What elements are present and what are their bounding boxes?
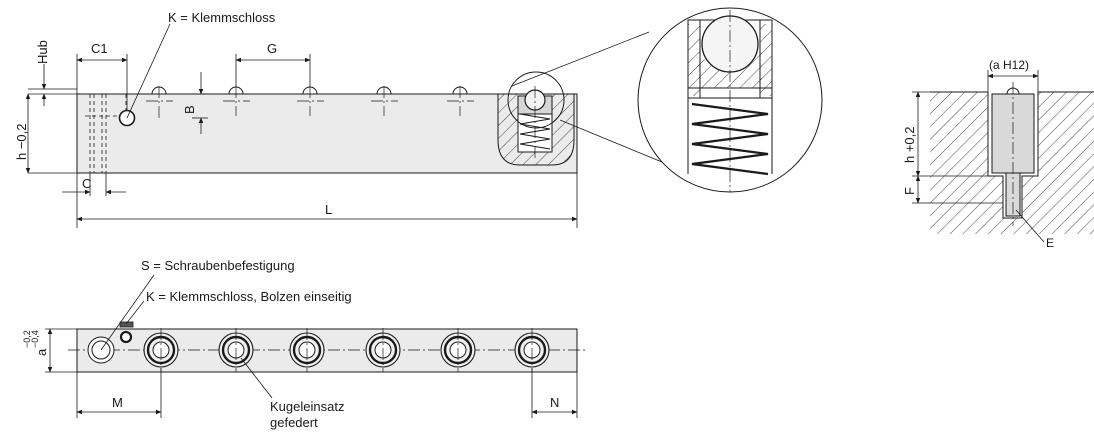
detail-wall-right [760,24,772,96]
a-top-label: a [34,348,49,356]
screw-label: S = Schraubenbefestigung [141,258,295,273]
ball-insert-label-2: gefedert [270,415,318,430]
m-label: M [112,395,123,410]
e-label: E [1046,236,1054,250]
clamp-top-label: K = Klemmschloss, Bolzen einseitig [146,289,352,304]
l-label: L [325,202,332,217]
ball-insert [365,328,401,372]
detail-ball [701,15,759,73]
a-tolerance-lower: −0,4 [30,330,40,348]
section-outline [497,93,575,166]
mounting-view: (a H12) h +0,2 F E [902,58,1094,250]
screw-leader [100,274,155,351]
h-plus-label: h +0,2 [902,126,917,163]
ball-domes [146,86,474,118]
ball-insert [440,328,476,372]
detail-cage-hatch [698,52,762,88]
g-label: G [267,41,277,56]
ball-insert [143,328,179,372]
n-label: N [550,395,559,410]
hub-label: Hub [35,40,50,64]
clamp-lock-top [119,330,133,344]
b-label: B [182,105,197,114]
c1-label: C1 [91,41,108,56]
bore-outline [987,92,1039,219]
rail-body [76,93,578,174]
detail-marker [507,71,565,129]
ball-insert-label-1: Kugeleinsatz [270,399,344,414]
side-view: K = Klemmschloss [14,10,714,228]
mounting-hatch [930,92,1094,234]
detail-spring [691,102,769,176]
a-tolerance-upper: −0,2 [22,330,32,348]
ball-insert [514,328,550,372]
ball-insert [218,328,254,372]
a-h12-label: (a H12) [989,58,1029,72]
ball-insert [289,328,325,372]
f-label: F [902,187,917,195]
top-view: S = Schraubenbefestigung K = Klemmschlos… [22,258,586,430]
e-leader [1015,209,1045,243]
clamp-bolt [119,321,134,328]
clamp-top-leader [125,300,145,325]
ball-insert-leader [240,357,273,399]
clamp-lock-leader [126,23,171,119]
detail-wall-left [688,24,700,96]
h-label: h −0,2 [14,123,29,160]
ball-inserts [143,328,550,372]
clamp-lock-label: K = Klemmschloss [168,10,276,25]
detail-view [637,7,823,193]
c-label: C [82,176,91,191]
section-cutaway [497,86,575,166]
detail-leader-top [511,31,650,87]
